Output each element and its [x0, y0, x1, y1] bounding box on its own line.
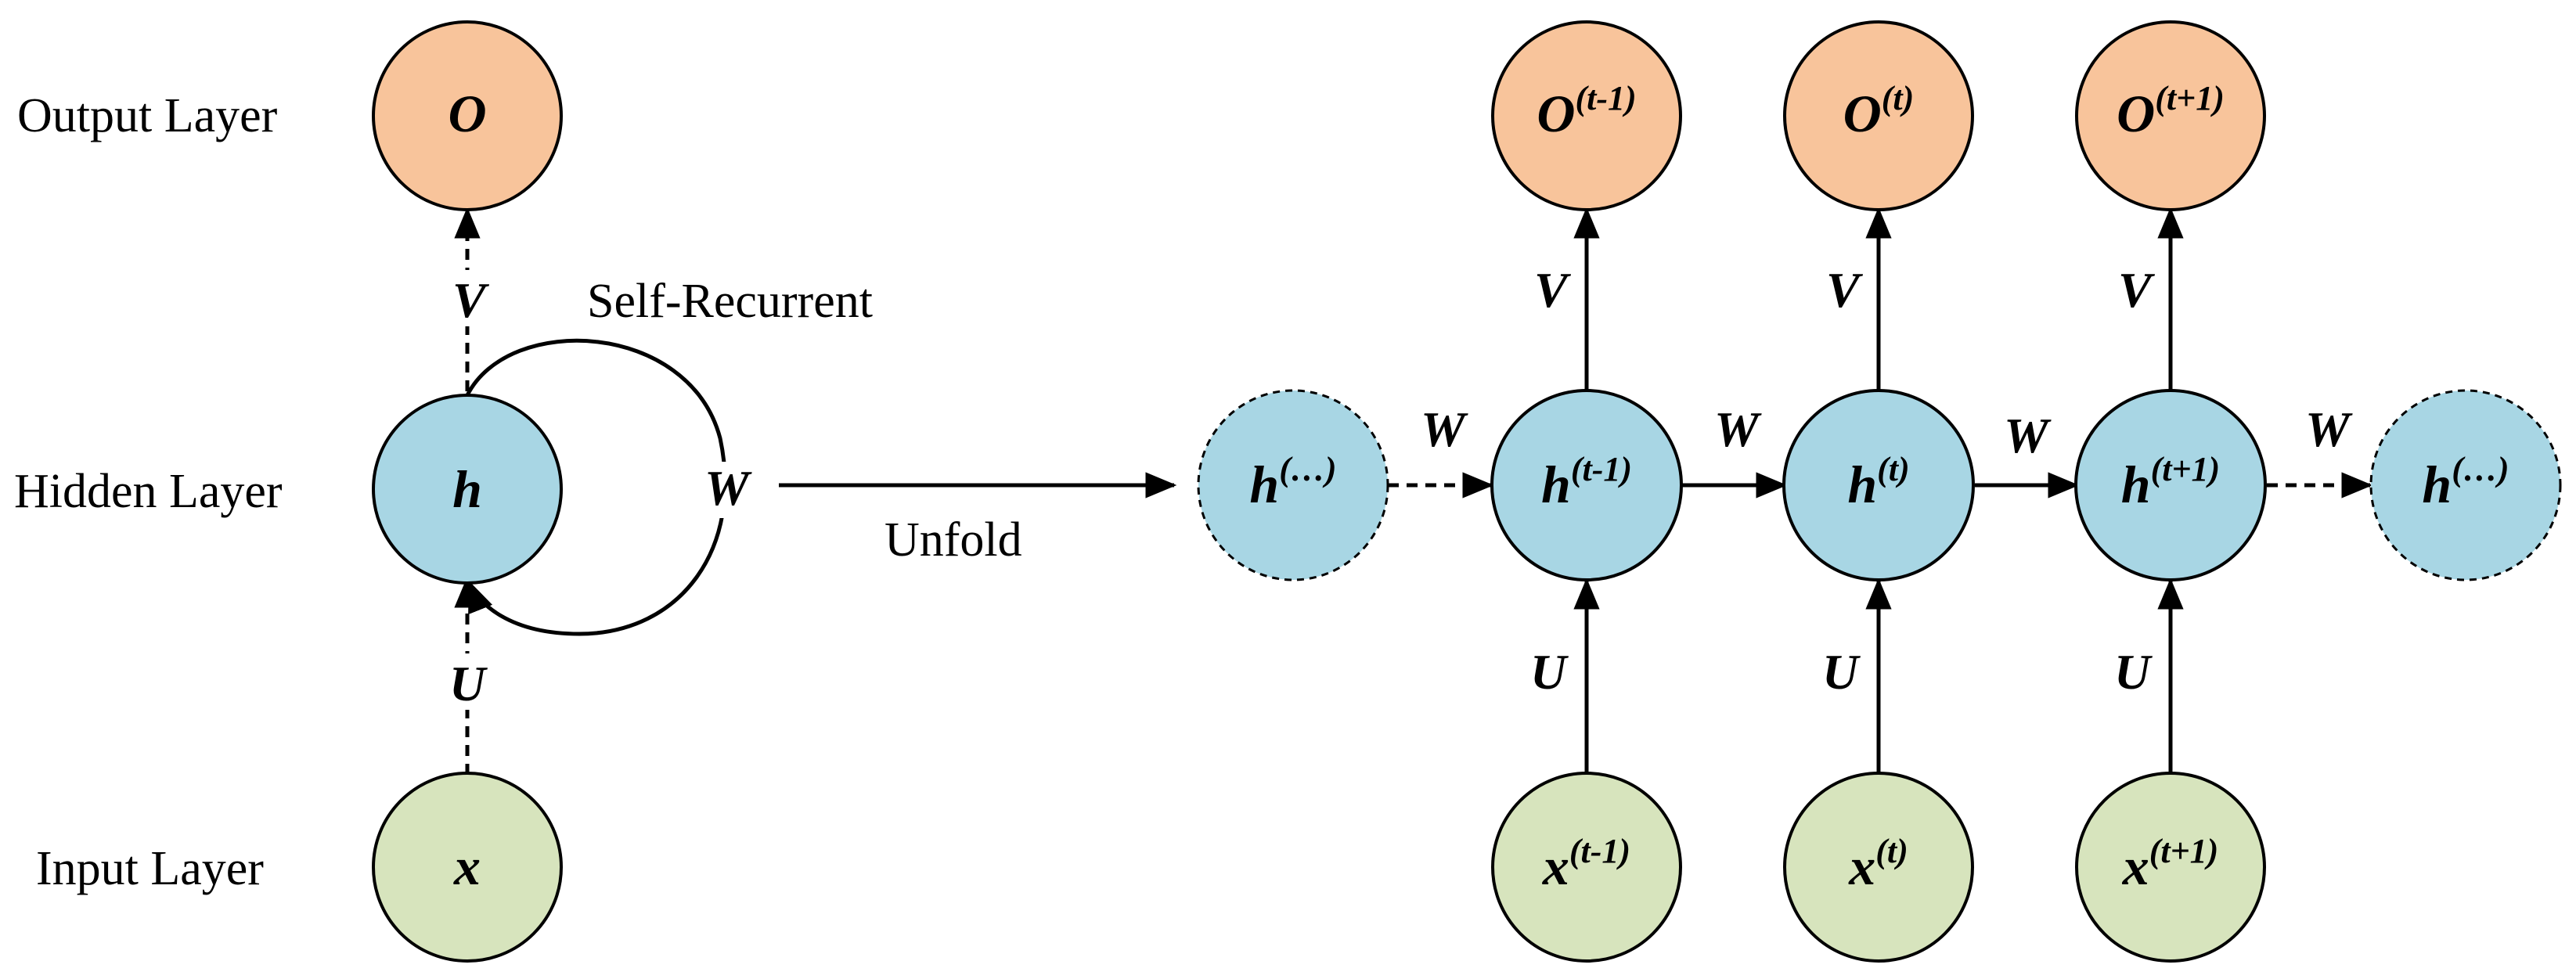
w-label-1: W — [1714, 401, 1762, 457]
step-2-v-label: V — [2118, 262, 2156, 318]
step-0-output-node — [1491, 20, 1682, 211]
step-2-output-label: O(t+1) — [2117, 79, 2225, 143]
step-1-v-label: V — [1826, 262, 1864, 318]
step-0-input-node — [1491, 772, 1682, 963]
step-2-u-label: U — [2114, 644, 2153, 700]
folded-u-label: U — [449, 656, 488, 711]
step-1-input-label: x(t) — [1848, 832, 1908, 896]
hidden-prev-ellipsis-node — [1197, 389, 1389, 581]
step-0-u-label: U — [1530, 644, 1569, 700]
folded-hidden-label: h — [452, 459, 482, 519]
unfold-label: Unfold — [884, 513, 1022, 567]
folded-w-label: W — [704, 460, 752, 516]
step-0-v-label: V — [1534, 262, 1572, 318]
folded-output-label: O — [448, 84, 486, 143]
step-1-hidden-node — [1782, 389, 1975, 581]
w-label-0: W — [1421, 401, 1468, 457]
unfolded-rnn: W W W W V U V U V U h(…) h(…) O(t-1) h(t… — [1197, 20, 2562, 963]
hidden-next-ellipsis-label: h(…) — [2422, 450, 2509, 514]
step-2-hidden-node — [2074, 389, 2267, 581]
w-label-2: W — [2004, 408, 2052, 463]
hidden-prev-ellipsis-label: h(…) — [1249, 450, 1336, 514]
output-layer-label: Output Layer — [17, 89, 278, 142]
step-0-hidden-label: h(t-1) — [1541, 450, 1632, 514]
folded-input-node — [372, 772, 563, 963]
hidden-layer-label: Hidden Layer — [14, 465, 283, 518]
folded-hidden-node — [372, 394, 563, 585]
step-1-output-label: O(t) — [1843, 79, 1915, 143]
step-1-hidden-label: h(t) — [1847, 450, 1909, 514]
input-layer-label: Input Layer — [36, 842, 264, 895]
folded-input-label: x — [453, 837, 481, 896]
step-1-u-label: U — [1822, 644, 1861, 700]
folded-rnn: V U W Self-Recurrent O h x — [372, 20, 873, 963]
folded-v-label: V — [452, 272, 490, 328]
folded-output-node — [372, 20, 563, 211]
self-recurrent-loop — [465, 338, 727, 636]
step-0-hidden-node — [1490, 389, 1683, 581]
step-0-input-label: x(t-1) — [1542, 832, 1630, 896]
hidden-next-ellipsis-node — [2369, 389, 2562, 581]
step-2-output-node — [2075, 20, 2266, 211]
self-recurrent-label: Self-Recurrent — [587, 275, 873, 328]
step-2-input-label: x(t+1) — [2122, 832, 2219, 896]
w-label-3: W — [2305, 401, 2353, 457]
step-1-output-node — [1783, 20, 1974, 211]
step-1-input-node — [1783, 772, 1974, 963]
step-2-input-node — [2075, 772, 2266, 963]
step-2-hidden-label: h(t+1) — [2121, 450, 2220, 514]
step-0-output-label: O(t-1) — [1537, 79, 1636, 143]
